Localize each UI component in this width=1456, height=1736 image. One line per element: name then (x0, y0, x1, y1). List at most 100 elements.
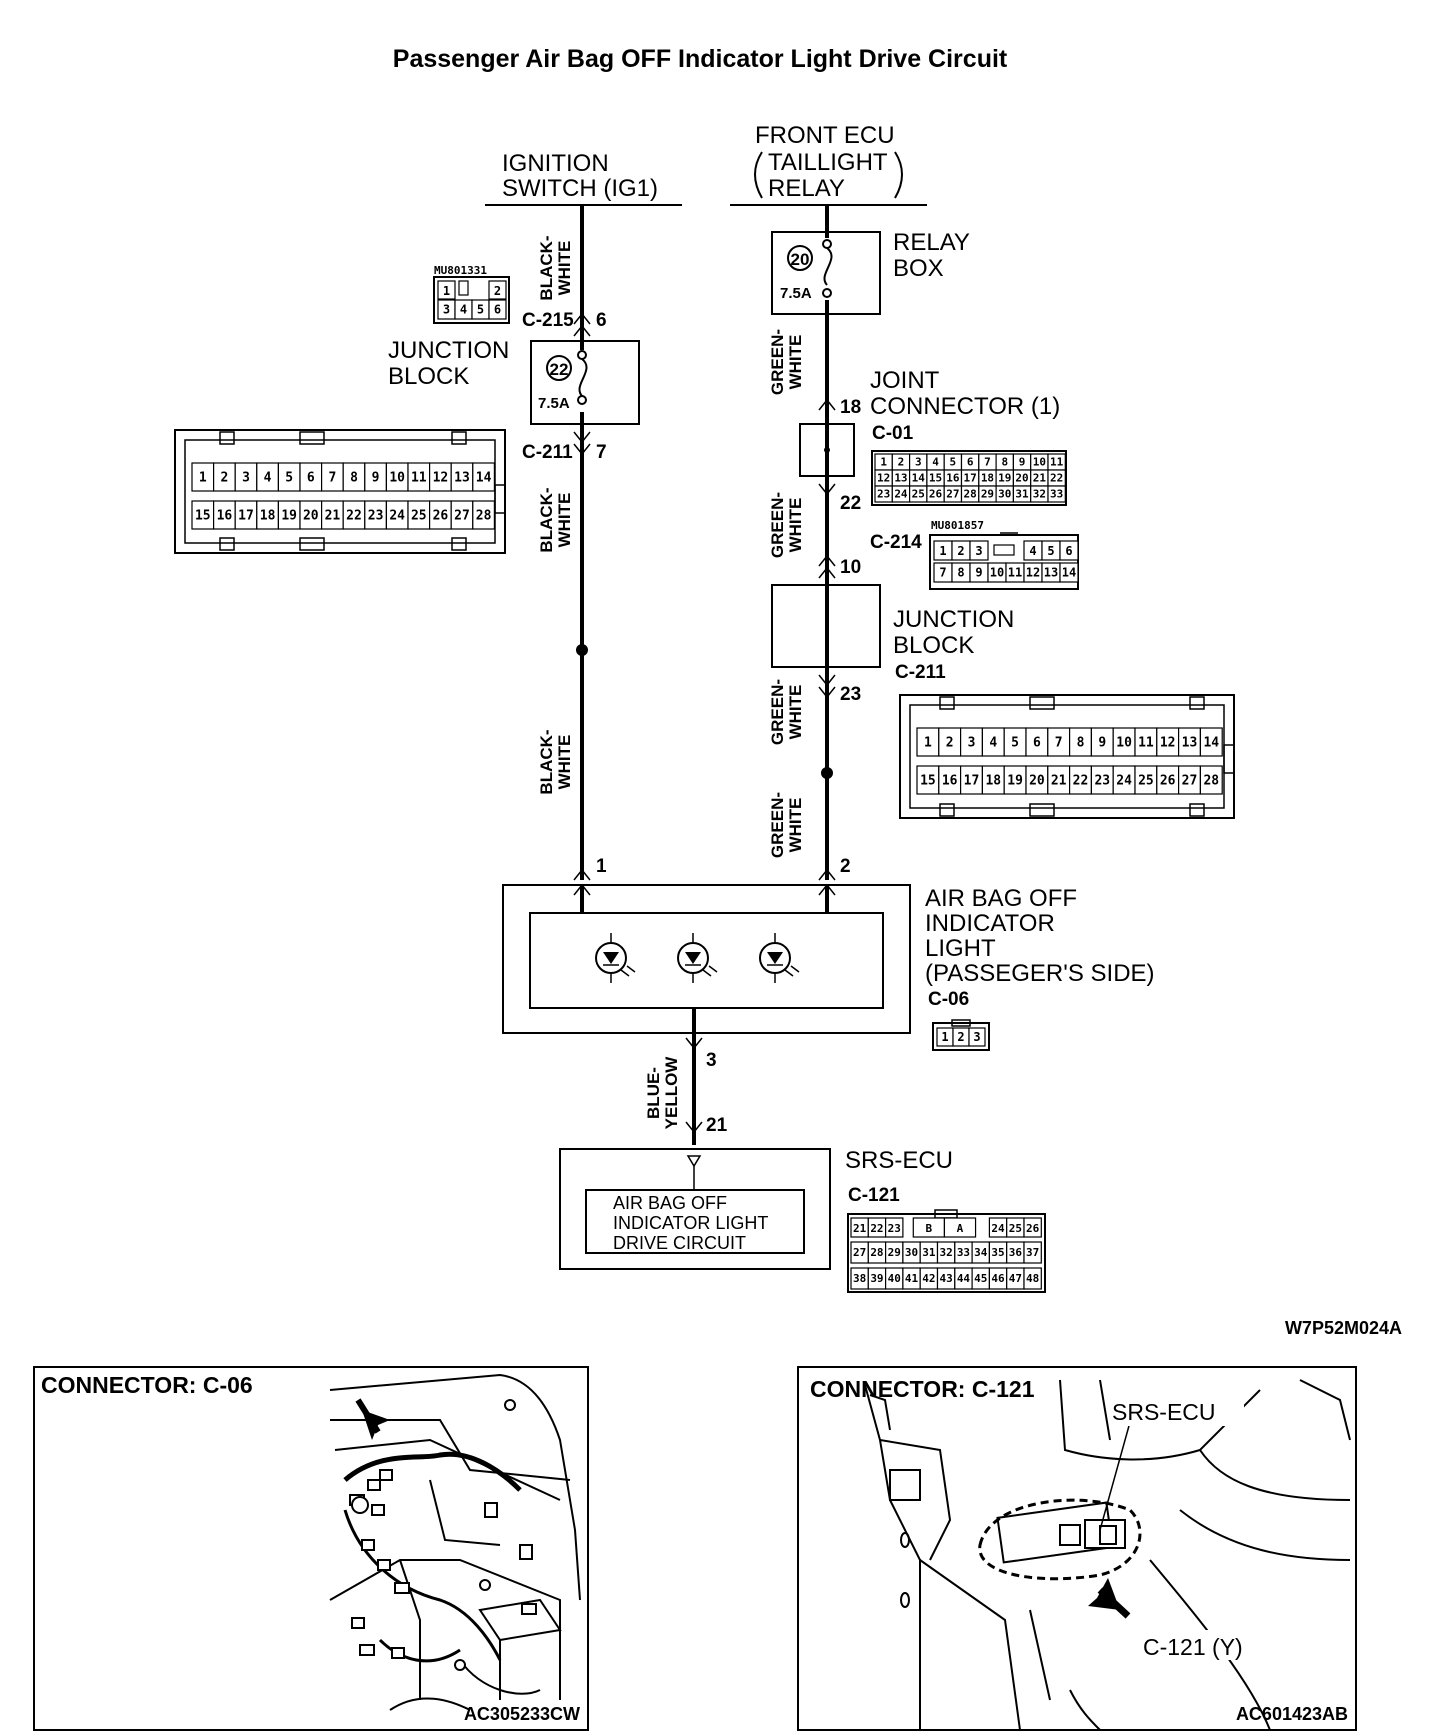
pin-cell: 5 (1011, 736, 1019, 751)
pin-cell: 17 (238, 509, 254, 524)
svg-text:BLUE-: BLUE- (644, 1067, 663, 1119)
pin-cell: 2 (957, 1030, 964, 1044)
pin-cell: 8 (1077, 736, 1085, 751)
front-ecu-source: FRONT ECU TAILLIGHT RELAY (730, 122, 927, 206)
pin-cell: 6 (1033, 736, 1041, 751)
pin-cell: 12 (433, 471, 449, 486)
relay-box-label-2: BOX (893, 255, 944, 282)
junction-block-left-label-1: JUNCTION (388, 337, 509, 364)
pin-cell: 3 (968, 736, 976, 751)
c214-part-number: MU801857 (931, 519, 984, 532)
pin-cell: 12 (1026, 566, 1040, 580)
wire-label-gw-2: GREEN- WHITE (768, 492, 805, 558)
led-icon (677, 933, 718, 983)
pin-cell: 31 (1015, 488, 1029, 501)
pin-cell: 7 (984, 456, 991, 469)
pin-cell: 10 (389, 471, 405, 486)
svg-text:WHITE: WHITE (555, 241, 574, 296)
pin-cell: 28 (964, 488, 977, 501)
c211-left-id: C-211 (522, 442, 573, 463)
junction-block-left: JUNCTION BLOCK 22 7.5A (388, 337, 640, 425)
relay-box: 20 7.5A RELAY BOX (771, 205, 970, 315)
pin-cell: 35 (991, 1246, 1004, 1259)
pin-cell: 28 (1203, 774, 1219, 789)
pin-cell: 43 (940, 1272, 953, 1285)
pin-cell: 22 (1050, 472, 1063, 485)
c121-vehicle-illustration (864, 1379, 1351, 1731)
panel-right-conn-label: C-121 (Y) (1143, 1634, 1243, 1660)
srs-inner-3: DRIVE CIRCUIT (613, 1233, 746, 1253)
pin-cell: 18 (985, 774, 1001, 789)
fuse-20-number: 20 (791, 250, 810, 269)
pin-cell: 25 (1138, 774, 1154, 789)
jb-out-pin: 23 (840, 684, 861, 705)
pin-cell: 31 (922, 1246, 936, 1259)
pin-cell: 15 (195, 509, 211, 524)
pin-cell: 32 (1033, 488, 1046, 501)
pin-cell: 29 (888, 1246, 901, 1259)
pin-cell: 47 (1009, 1272, 1022, 1285)
pin-cell: 5 (950, 456, 957, 469)
pin-cell: 20 (1029, 774, 1045, 789)
pin-cell: 14 (1062, 566, 1076, 580)
pin-cell: 27 (946, 488, 959, 501)
pin-cell: 1 (880, 456, 887, 469)
svg-text:BLACK-: BLACK- (537, 487, 556, 552)
svg-text:BLACK-: BLACK- (537, 729, 556, 794)
indicator-label-1: AIR BAG OFF (925, 885, 1077, 912)
pin-cell: 25 (912, 488, 925, 501)
panel-right-ecu-label: SRS-ECU (1112, 1399, 1216, 1425)
joint-id: C-01 (872, 423, 914, 444)
pin-cell: 19 (1007, 774, 1023, 789)
wire-label-bw-2: BLACK- WHITE (537, 487, 574, 552)
pin-cell: 3 (973, 1030, 980, 1044)
pin-cell: 11 (411, 471, 427, 486)
junction-block-right: JUNCTION BLOCK C-211 23 (771, 584, 1014, 705)
pin-cell: 20 (1015, 472, 1028, 485)
pin-cell: 27 (1182, 774, 1198, 789)
svg-text:BLACK-: BLACK- (537, 235, 556, 300)
c215-id: C-215 (522, 310, 574, 331)
svg-text:GREEN-: GREEN- (768, 329, 787, 395)
pin-cell: 2 (220, 471, 228, 486)
svg-text:GREEN-: GREEN- (768, 492, 787, 558)
pin-cell: 10 (1033, 456, 1046, 469)
pin-cell: 38 (853, 1272, 866, 1285)
c215-part-number: MU801331 (434, 264, 487, 277)
pin-cell: 24 (389, 509, 405, 524)
svg-text:WHITE: WHITE (555, 735, 574, 790)
pin-cell: 23 (1094, 774, 1110, 789)
svg-text:GREEN-: GREEN- (768, 679, 787, 745)
front-ecu-label-1: FRONT ECU (755, 122, 895, 149)
pin-cell: 17 (964, 472, 977, 485)
fuse-22-badge (546, 355, 572, 381)
pin-cell: 22 (346, 509, 362, 524)
indicator-id: C-06 (928, 989, 969, 1010)
srs-ecu: AIR BAG OFF INDICATOR LIGHT DRIVE CIRCUI… (559, 1147, 953, 1270)
indicator-pin-2: 2 (840, 856, 851, 877)
pin-cell: 32 (940, 1246, 953, 1259)
pin-cell: 44 (957, 1272, 971, 1285)
pin-cell: 45 (974, 1272, 987, 1285)
right-wire (821, 205, 833, 880)
pin-cell: 36 (1009, 1246, 1023, 1259)
pin-cell: 15 (929, 472, 942, 485)
pin-cell: 1 (941, 1030, 948, 1044)
pin-cell: 22 (1073, 774, 1089, 789)
pin-cell: 5 (477, 303, 484, 317)
pin-cell: 8 (957, 566, 964, 580)
pin-cell: 3 (242, 471, 250, 486)
c211-left-pin: 7 (596, 442, 607, 463)
svg-text:WHITE: WHITE (786, 798, 805, 853)
connector-c121-location-panel: CONNECTOR: C-121 AC601423AB (797, 1366, 1357, 1731)
pin-cell: 9 (1019, 456, 1026, 469)
panel-right-code: AC601423AB (1236, 1704, 1348, 1724)
joint-label-2: CONNECTOR (1) (870, 393, 1060, 420)
c214-pin: 10 (840, 557, 861, 578)
joint-connector: 18 JOINT CONNECTOR (1) C-01 22 (799, 367, 1060, 514)
junction-block-right-id: C-211 (895, 662, 946, 683)
pin-cell: 14 (1203, 736, 1219, 751)
